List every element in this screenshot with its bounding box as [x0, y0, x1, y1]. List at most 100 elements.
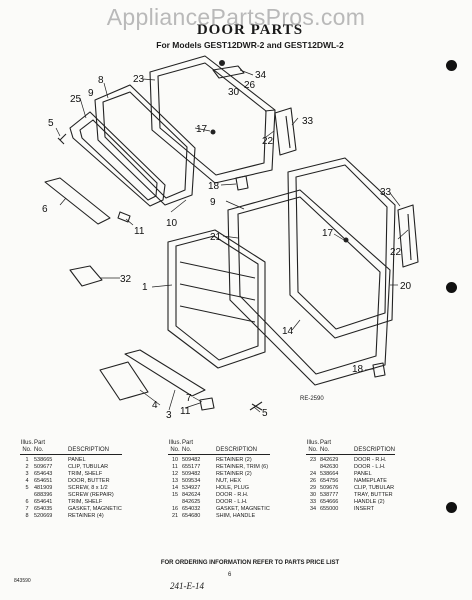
illus-number: 1: [25, 457, 29, 463]
part-number: 654666: [320, 499, 339, 505]
parts-row: 3 654643 TRIM, SHELF: [20, 471, 122, 478]
screw-5: [57, 133, 67, 145]
part-number: 509482: [182, 471, 201, 477]
callout-3: 3: [166, 410, 172, 421]
callout-17b: 17: [322, 228, 334, 239]
illus-number: 24: [309, 471, 317, 477]
part-number: 509676: [320, 485, 339, 491]
part-description: CLIP, TUBULAR: [68, 464, 109, 470]
callout-26: 26: [244, 80, 256, 91]
part-number: 520669: [34, 513, 53, 519]
part-description: PANEL: [354, 471, 372, 477]
punch-hole: [446, 282, 457, 293]
doc-code: 843590: [14, 578, 31, 584]
illus-number: 8: [25, 513, 29, 519]
page-title: DOOR PARTS: [196, 22, 304, 38]
callout-8: 8: [98, 75, 104, 86]
part-description: NAMEPLATE: [354, 478, 387, 484]
part-number: 654643: [34, 471, 53, 477]
shelf-trim-6: [44, 177, 111, 225]
part-number: 654641: [34, 499, 53, 505]
part-number: 538665: [34, 457, 53, 463]
part-description: GASKET, MAGNETIC: [68, 506, 122, 512]
exploded-diagram: 23 34 8 26 30 9 25 5 17 22 33 6 11 10 18…: [42, 55, 419, 421]
part-description: NUT, HEX: [216, 478, 242, 484]
callout-22: 22: [262, 136, 274, 147]
illus-number: 3: [25, 471, 29, 477]
illus-number: 16: [171, 506, 179, 512]
punch-hole: [446, 60, 457, 71]
callout-18: 18: [208, 181, 220, 192]
illus-number: 13: [171, 478, 179, 484]
part-number: 654756: [320, 478, 339, 484]
callout-4: 4: [152, 400, 158, 411]
part-number: 655177: [182, 464, 201, 470]
part-description: RETAINER (2): [216, 457, 252, 463]
part-description: TRIM, SHELF: [68, 471, 103, 477]
illus-number: 12: [171, 471, 179, 477]
egg-tray: [69, 265, 103, 287]
page-number: 6: [228, 572, 232, 578]
illus-number: 29: [309, 485, 317, 491]
parts-row: 6 654641 TRIM, SHELF: [20, 499, 122, 506]
handwritten-note: 241-E-14: [170, 581, 204, 591]
part-description: SHIM, HANDLE: [216, 513, 256, 519]
callout-23: 23: [133, 74, 145, 85]
part-number: 509534: [182, 478, 201, 484]
part-number: 688396: [34, 492, 53, 498]
part-number: 481909: [34, 485, 53, 491]
illus-number: 11: [172, 464, 178, 470]
punch-hole: [446, 502, 457, 513]
part-description: SCREW, 8 x 1/2: [68, 485, 108, 491]
part-number: 842629: [320, 457, 339, 463]
callout-22b: 22: [390, 247, 402, 258]
callout-7: 7: [186, 393, 192, 404]
illus-number: 6: [25, 499, 29, 505]
part-description: DOOR - R.H.: [354, 457, 387, 463]
part-description: INSERT: [354, 506, 375, 512]
part-description: DOOR, BUTTER: [68, 478, 110, 484]
callout-10: 10: [166, 218, 178, 229]
callout-21: 21: [210, 232, 222, 243]
part-description: GASKET, MAGNETIC: [216, 506, 270, 512]
illus-number: 4: [25, 478, 29, 484]
freezer-door-outer: [149, 55, 276, 184]
callout-32: 32: [120, 274, 132, 285]
part-description: RETAINER (4): [68, 513, 104, 519]
part-description: HANDLE (2): [354, 499, 385, 505]
part-number: 509482: [182, 457, 201, 463]
shelf-trim-3: [124, 349, 206, 397]
parts-row: 8 520669 RETAINER (4): [20, 513, 122, 520]
part-number: 538664: [320, 471, 339, 477]
part-description: DOOR - R.H.: [216, 492, 249, 498]
callout-9b: 9: [210, 197, 216, 208]
page-subtitle: For Models GEST12DWR-2 and GEST12DWL-2: [156, 40, 344, 50]
part-description: TRIM, SHELF: [68, 499, 103, 505]
callout-17: 17: [196, 124, 208, 135]
callout-20: 20: [400, 281, 412, 292]
callout-34: 34: [255, 70, 267, 81]
illus-number: 14: [171, 485, 179, 491]
illus-number: 10: [171, 457, 179, 463]
fresh-food-inner-panel: [167, 229, 266, 369]
part-description: CLIP, TUBULAR: [354, 485, 395, 491]
plug-18b: [372, 362, 386, 378]
part-number: 654032: [182, 506, 201, 512]
